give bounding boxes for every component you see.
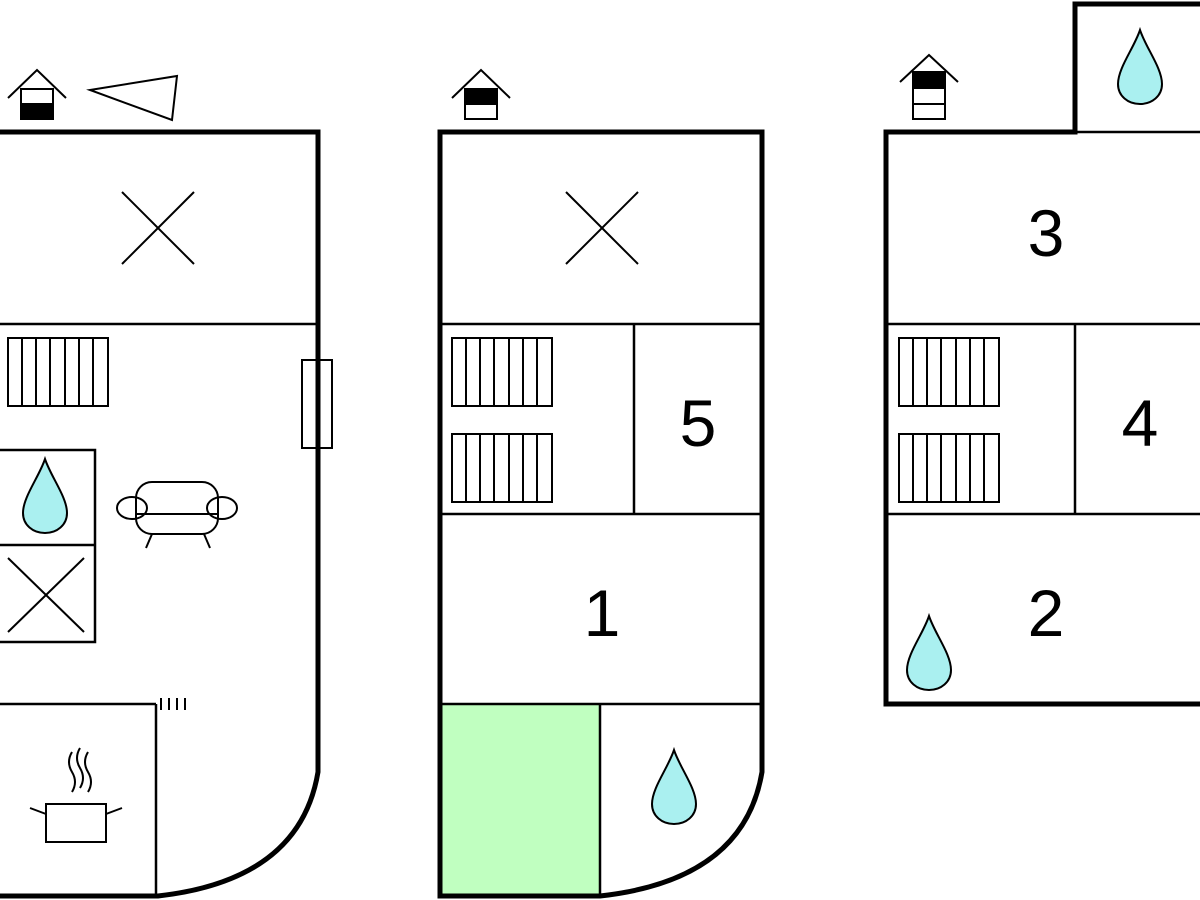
- second-floor: 3 4 2: [883, 1, 1200, 707]
- x-mark-icon: [7, 557, 85, 633]
- water-drop-icon: [651, 749, 697, 825]
- compass-arrow-icon: [86, 74, 179, 122]
- kitchen-walls: [0, 698, 186, 896]
- room-number-4: 4: [1122, 386, 1159, 460]
- x-mark-icon: [121, 191, 195, 265]
- second-floor-walls: [883, 1, 1200, 707]
- x-mark-icon: [565, 191, 639, 265]
- floor-level-icon: [7, 68, 67, 120]
- first-floor: 5 1: [437, 68, 765, 899]
- room-number-2: 2: [1028, 576, 1065, 650]
- floor-level-icon: [451, 68, 511, 120]
- terrace-area: [440, 704, 600, 896]
- water-drop-icon: [1117, 29, 1163, 105]
- floor-level-icon: [899, 53, 959, 120]
- bathroom-box: [0, 448, 97, 644]
- radiator-icon: [451, 433, 553, 503]
- radiator-icon: [898, 433, 1000, 503]
- radiator-icon: [451, 337, 553, 407]
- radiator-icon: [7, 337, 109, 407]
- first-floor-walls: [437, 129, 765, 899]
- ground-floor-walls: [0, 129, 321, 899]
- sofa-icon: [116, 481, 238, 549]
- cooking-pot-icon: [29, 747, 123, 843]
- radiator-icon: [898, 337, 1000, 407]
- room-number-1: 1: [584, 576, 621, 650]
- room-number-5: 5: [680, 386, 717, 460]
- water-drop-icon: [22, 458, 68, 534]
- ground-floor: [0, 68, 333, 899]
- window-icon: [301, 359, 333, 449]
- water-drop-icon: [906, 615, 952, 691]
- room-number-3: 3: [1028, 196, 1065, 270]
